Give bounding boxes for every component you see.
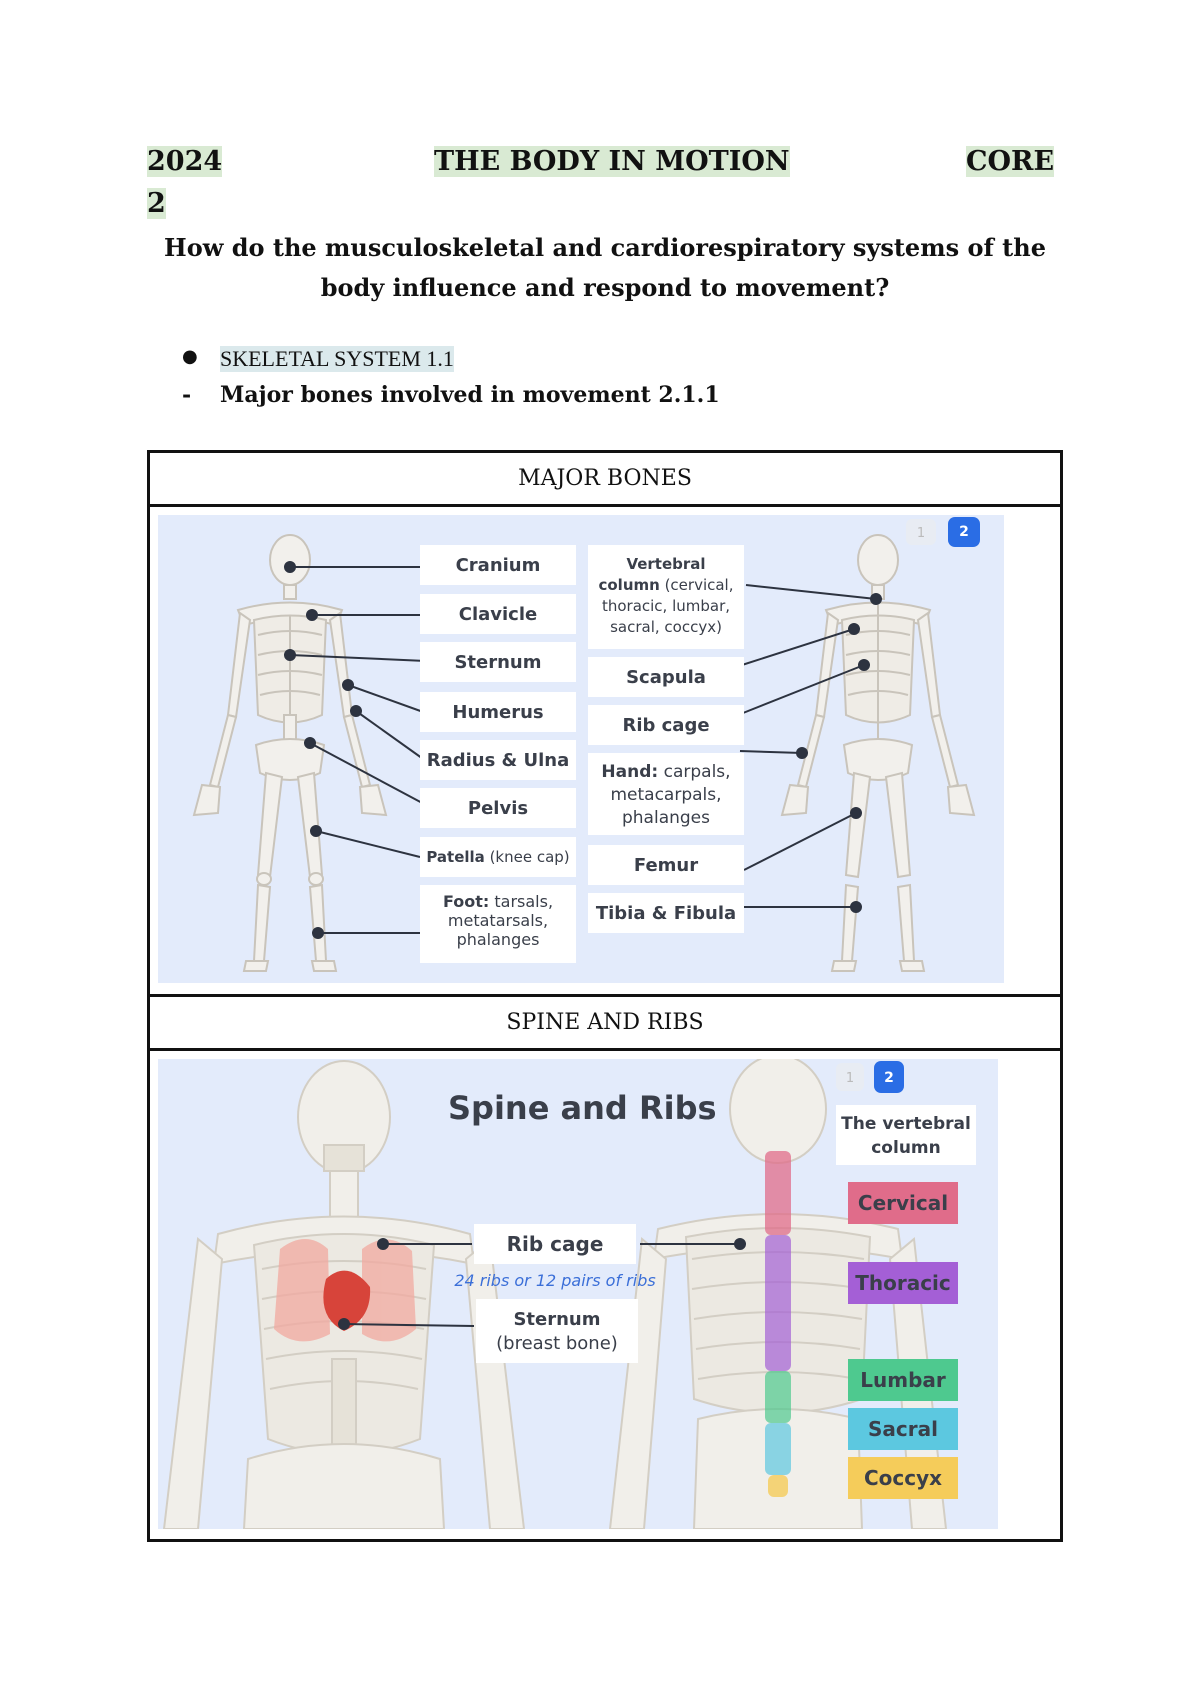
label-foot: Foot: tarsals,	[443, 892, 553, 911]
spine-coccyx-segment	[768, 1475, 788, 1497]
label-foot-line2: metatarsals,	[448, 911, 548, 930]
page-badge-1-label: 1	[917, 526, 925, 541]
spine-label-sternum-note: (breast bone)	[496, 1333, 618, 1354]
label-hand-line2: metacarpals,	[610, 785, 721, 805]
right-leader-lines	[737, 584, 882, 913]
label-sternum: Sternum	[454, 652, 541, 673]
spine-page-badge-2-label: 2	[884, 1070, 894, 1086]
header-core: CORE	[966, 146, 1055, 177]
vertebral-title-line1: The vertebral	[841, 1114, 971, 1134]
focus-question: How do the musculoskeletal and cardiores…	[164, 233, 1046, 302]
label-hand: Hand: carpals,	[601, 762, 730, 782]
header-title: THE BODY IN MOTION	[434, 146, 790, 177]
spine-label-sternum: Sternum	[513, 1309, 600, 1330]
major-bones-heading: MAJOR BONES	[150, 453, 1060, 507]
label-radius-ulna: Radius & Ulna	[427, 750, 570, 771]
label-tibia-fibula: Tibia & Fibula	[596, 903, 736, 924]
region-thoracic-badge	[848, 1262, 958, 1304]
spine-ribs-title: Spine and Ribs	[448, 1089, 717, 1127]
label-foot-line3: phalanges	[457, 930, 540, 949]
label-vertebral-line4: sacral, coccyx)	[610, 618, 722, 636]
spine-lumbar-segment	[765, 1371, 791, 1423]
label-patella: Patella (knee cap)	[426, 848, 569, 866]
spine-ribs-heading: SPINE AND RIBS	[150, 997, 1060, 1051]
label-vertebral-line3: thoracic, lumbar,	[602, 597, 730, 615]
region-sacral-label: Sacral	[868, 1417, 938, 1441]
spine-thoracic-segment	[765, 1235, 791, 1371]
label-femur: Femur	[634, 855, 698, 876]
back-skeleton-illustration	[780, 534, 976, 972]
major-bones-figure: 1 2	[158, 515, 1004, 983]
label-humerus: Humerus	[452, 702, 543, 723]
page-badge-2-label: 2	[959, 524, 969, 540]
heart-illustration	[323, 1270, 371, 1331]
spine-page-badge-1	[836, 1063, 864, 1091]
spine-label-rib-cage: Rib cage	[507, 1232, 604, 1256]
spine-page-badge-1-label: 1	[846, 1071, 854, 1086]
bullet-text: SKELETAL SYSTEM 1.1	[220, 346, 454, 372]
label-vertebral-line2: column (cervical,	[598, 576, 733, 594]
label-pelvis: Pelvis	[468, 798, 528, 819]
rib-count-note: 24 ribs or 12 pairs of ribs	[454, 1271, 655, 1290]
region-sacral-badge	[848, 1408, 958, 1450]
dash-text: Major bones involved in movement 2.1.1	[220, 382, 720, 408]
region-cervical-badge	[848, 1182, 958, 1224]
front-skeleton-illustration	[192, 534, 388, 972]
spine-leader-lines	[338, 1238, 746, 1330]
vertebral-title-line2: column	[871, 1138, 941, 1158]
label-vertebral-line1: Vertebral	[626, 555, 705, 573]
label-cranium: Cranium	[456, 555, 541, 576]
label-hand-line3: phalanges	[622, 808, 710, 828]
left-leader-lines	[284, 561, 427, 939]
right-label-boxes: Vertebral column (cervical, thoracic, lu…	[588, 545, 744, 933]
spine-sacral-segment	[765, 1423, 791, 1475]
region-lumbar-badge	[848, 1359, 958, 1401]
page-badge-1	[906, 519, 936, 545]
region-thoracic-label: Thoracic	[855, 1271, 951, 1295]
spine-cervical-segment	[765, 1151, 791, 1235]
header-year: 2024	[147, 146, 223, 177]
bones-table: MAJOR BONES 1 2	[147, 450, 1063, 1542]
spine-page-badge-2	[874, 1061, 904, 1093]
table-divider	[150, 994, 1060, 997]
bullet-icon: ●	[182, 346, 198, 367]
lungs-illustration	[274, 1239, 416, 1342]
label-rib-cage: Rib cage	[622, 715, 709, 736]
region-lumbar-label: Lumbar	[860, 1368, 946, 1392]
page-badge-2	[948, 517, 980, 547]
region-cervical-label: Cervical	[858, 1191, 948, 1215]
spine-segments-illustration	[765, 1151, 791, 1497]
label-clavicle: Clavicle	[459, 604, 537, 625]
region-coccyx-badge	[848, 1457, 958, 1499]
region-coccyx-label: Coccyx	[864, 1466, 942, 1490]
spine-ribs-figure: 1 2 Spine and Ribs Rib cage 24 ribs or 1…	[158, 1059, 998, 1529]
dash-icon: -	[182, 382, 192, 408]
header-core-number: 2	[147, 188, 166, 219]
left-label-boxes: Cranium Clavicle Sternum Humerus Radius …	[420, 545, 576, 963]
label-scapula: Scapula	[626, 667, 706, 688]
